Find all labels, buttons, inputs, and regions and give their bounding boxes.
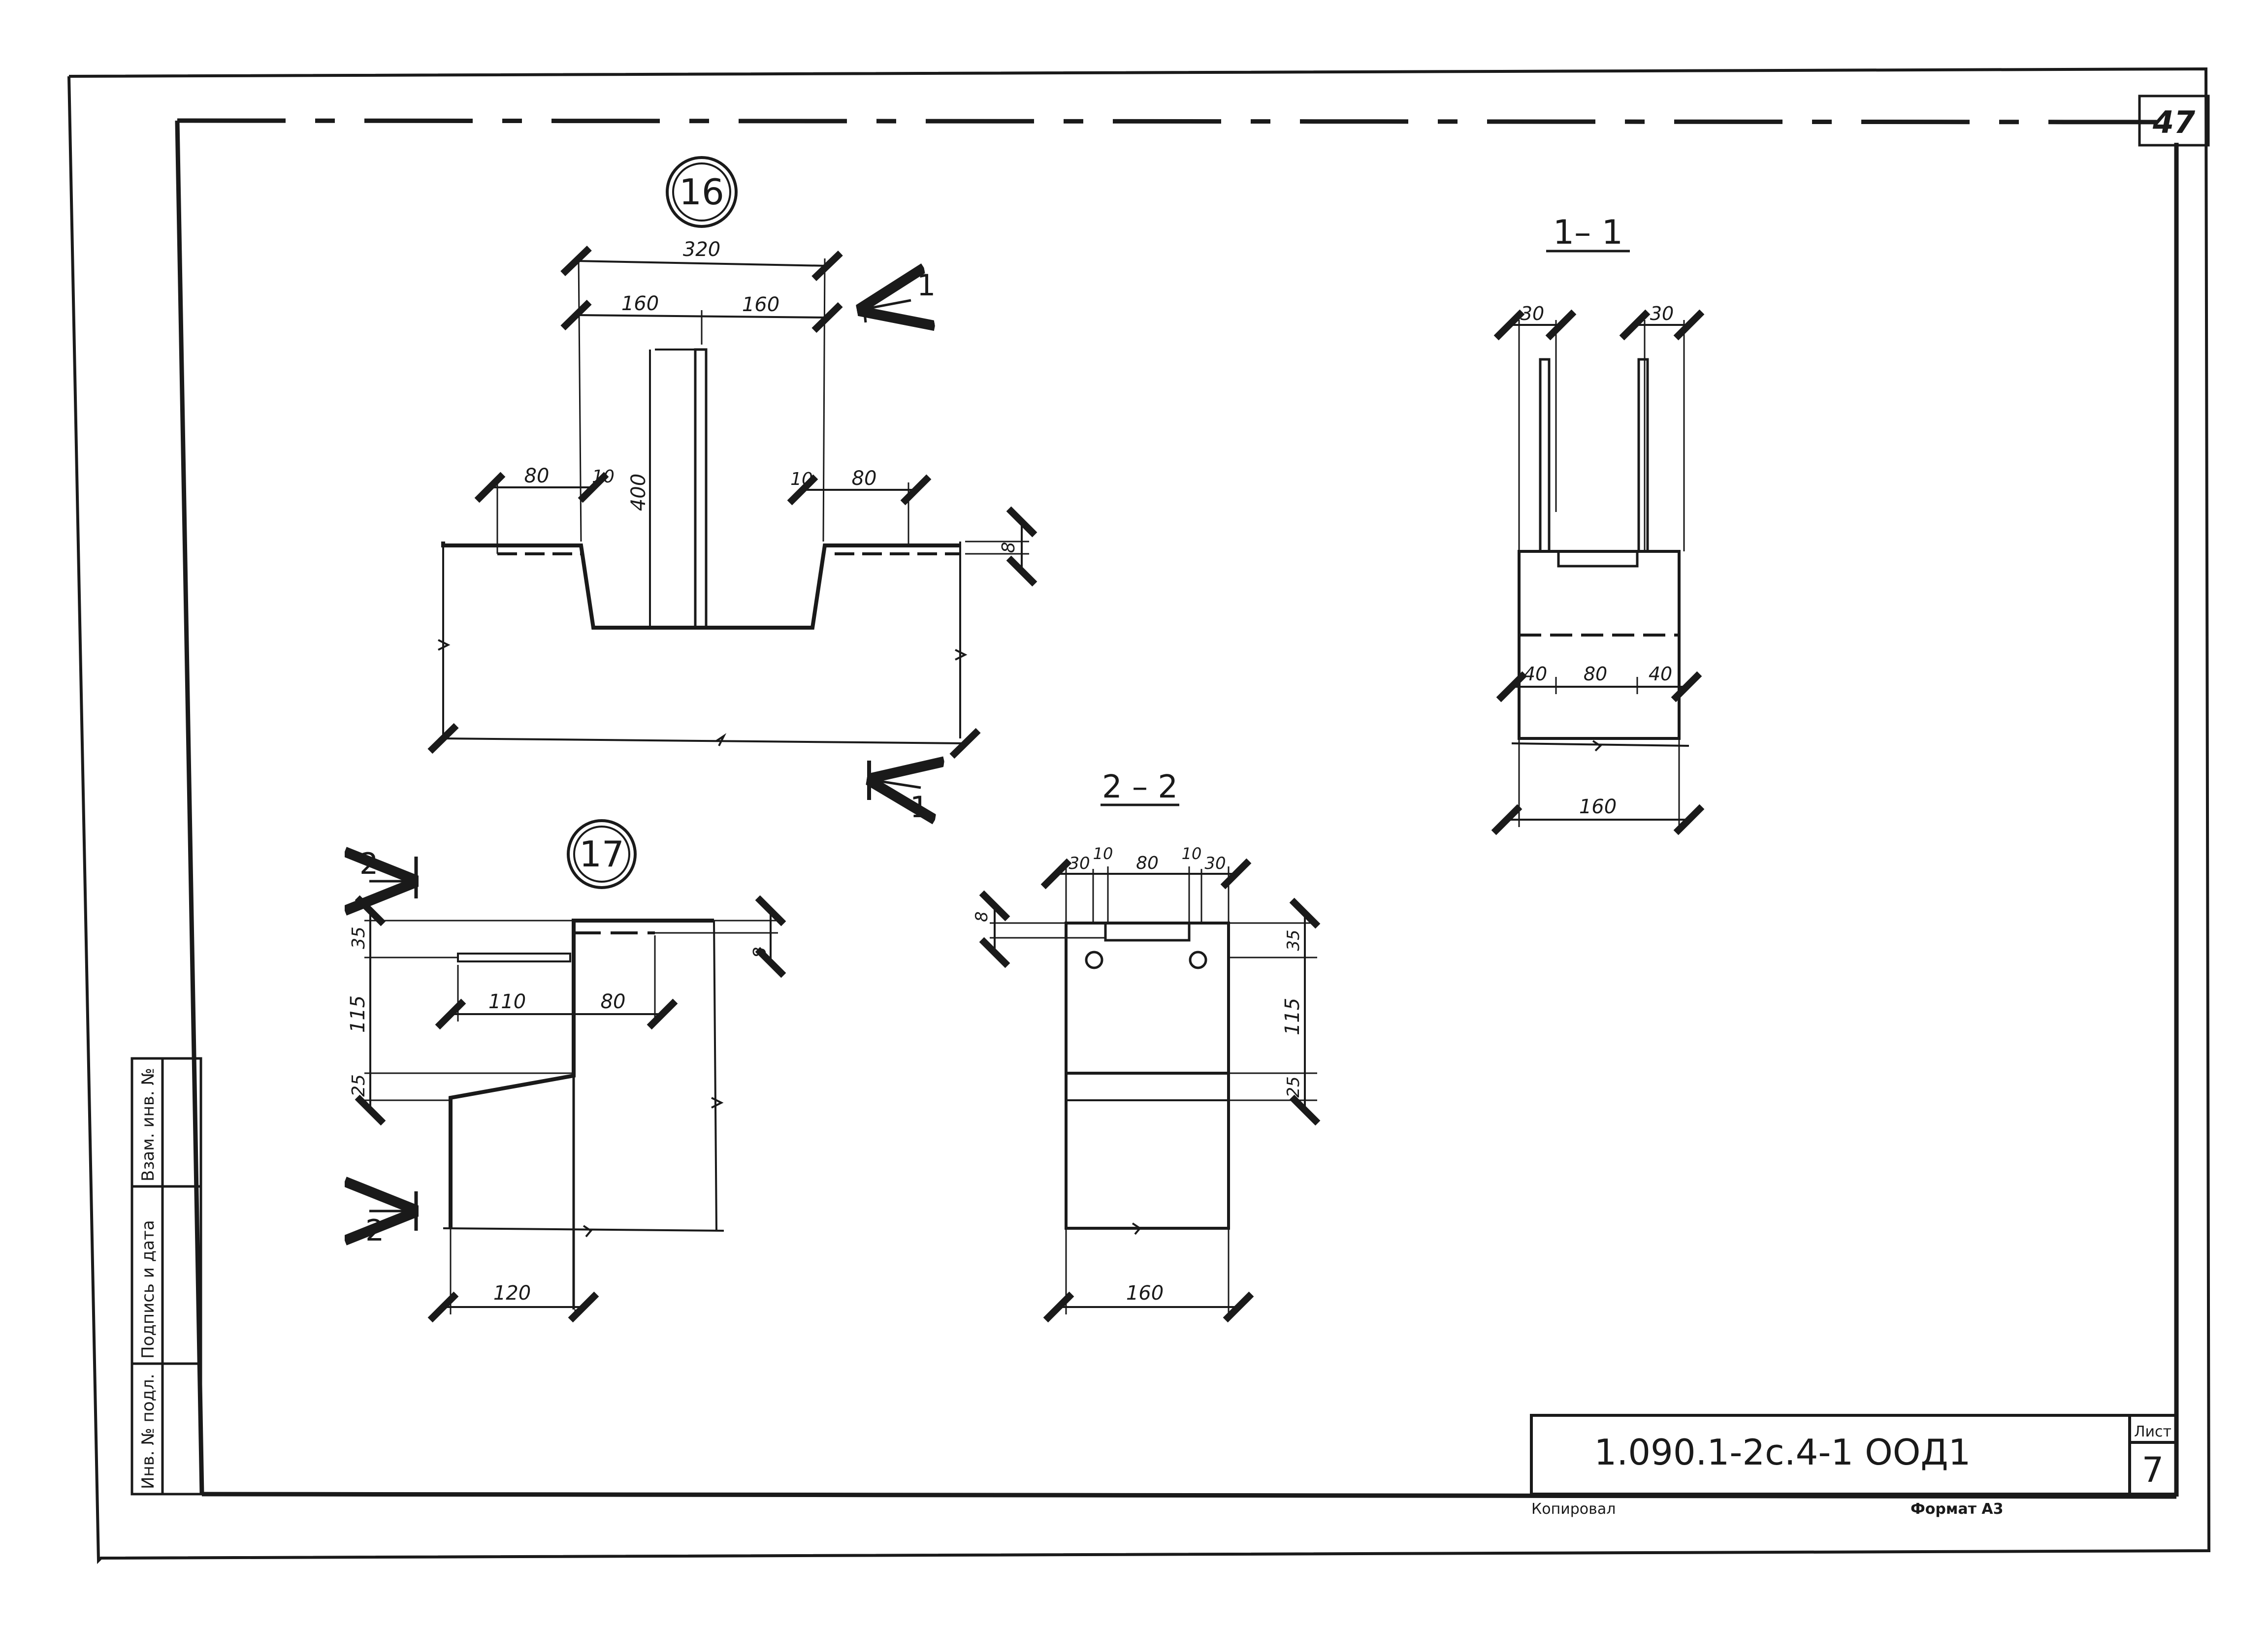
inner-border [175,118,2179,1499]
node-17-dim-mid: 115 [347,995,369,1033]
node-17-marker: 17 [579,833,624,875]
section-2-2-dim-l-gap: 10 [1093,844,1113,863]
node-17-dim-left-len: 110 [488,990,526,1013]
list-number: 7 [2142,1450,2164,1490]
page-number-box: 47 [2138,95,2210,147]
section-2-2-dim-mid: 115 [1281,998,1304,1035]
node-17-dim-right-len: 80 [601,990,626,1013]
node-16-section-arrow-bottom: 1 [910,790,929,825]
node-16-dim-left-ledge: 80 [524,465,550,487]
section-2-2-dim-r-gap: 10 [1182,844,1202,863]
copied-label: Копировал [1531,1500,1616,1518]
designation-code: 1.090.1-2с.4-1 ООД1 [1594,1432,1971,1473]
section-1-1-dim-middle: 80 [1584,663,1607,685]
node-16-section-arrow-top: 1 [917,268,936,303]
node-17-dim-plate: 8 [750,947,770,958]
section-1-1-dim-left: 40 [1523,663,1547,685]
node-16-dim-right-gap: 10 [790,469,813,489]
section-2-2-dim-width: 160 [1126,1282,1164,1305]
title-block [1530,1414,2178,1496]
node-16-dim-step: 8 [999,542,1019,553]
node-17-section-arrow-top: 2 [359,847,378,881]
section-1-1-drawing: 1– 1 30 30 40 80 40 160 [1491,213,1705,835]
section-1-1-title: 1– 1 [1553,213,1623,252]
section-1-1-dim-right-bar: 30 [1650,303,1674,324]
section-2-2-dim-top: 35 [1284,929,1303,951]
node-16-dim-left-gap: 10 [592,467,615,487]
section-2-2-drawing: 2 – 2 30 10 80 10 30 8 35 115 25 [972,769,1321,1323]
node-16-dim-left-half: 160 [621,292,659,315]
node-16-dim-right-ledge: 80 [852,467,877,490]
stamp-inv-label: Инв. № подл. [138,1373,158,1489]
node-17-dim-bevel: 25 [349,1074,369,1097]
list-label: Лист [2134,1423,2171,1440]
node-16-marker: 16 [679,171,724,213]
section-2-2-dim-l-edge: 30 [1069,854,1090,873]
section-1-1-dim-left-bar: 30 [1521,303,1544,324]
section-1-1-dim-right: 40 [1649,663,1672,685]
stamp-replace-label: Взам. инв. № [138,1068,158,1181]
side-stamp [130,1057,202,1496]
section-1-1-dim-width: 160 [1579,796,1617,818]
section-2-2-dim-middle: 80 [1136,853,1159,873]
stamp-sign-label: Подпись и дата [138,1220,158,1359]
node-17-section-arrow-bottom: 2 [365,1213,384,1248]
node-16-dim-total: 320 [683,238,720,261]
outer-border [67,67,2211,1564]
node-17-dim-width: 120 [493,1282,531,1305]
node-16-drawing: 16 320 160 160 80 10 10 80 400 [427,156,1037,825]
node-16-dim-height: 400 [627,474,650,511]
section-2-2-dim-r-edge: 30 [1204,854,1226,873]
section-2-2-dim-plate: 8 [972,911,992,922]
page-number: 47 [2152,104,2196,140]
node-16-dim-right-half: 160 [742,293,779,316]
node-17-drawing: 17 35 115 25 8 110 80 120 2 [347,819,786,1323]
node-17-dim-top: 35 [349,926,369,949]
format-label: Формат А3 [1911,1500,2004,1518]
section-2-2-dim-bevel: 25 [1284,1076,1303,1097]
section-2-2-title: 2 – 2 [1102,769,1178,805]
